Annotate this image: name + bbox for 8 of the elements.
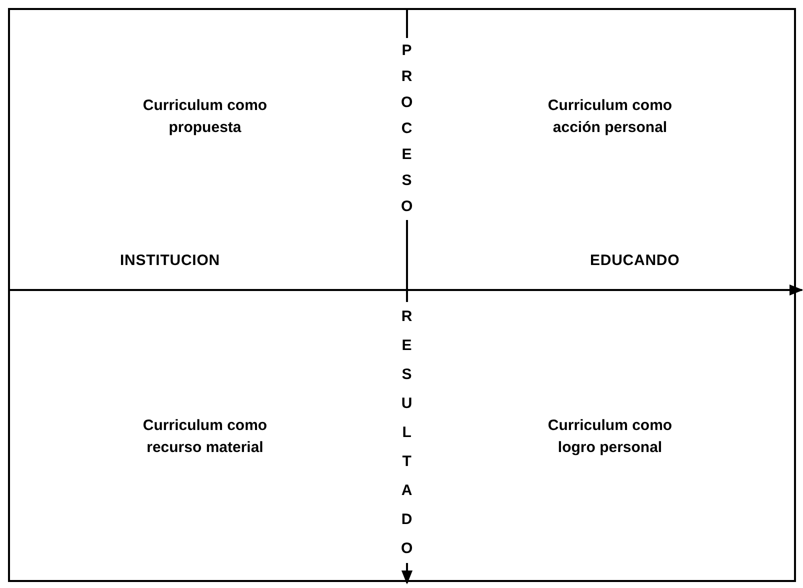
axis-label: RESULTADO xyxy=(399,302,415,563)
quadrant-text: Curriculum como logro personal xyxy=(530,415,690,459)
quadrant-text: Curriculum como acción personal xyxy=(530,95,690,139)
pole-label: EDUCANDO xyxy=(590,251,680,271)
axis-label: PROCESO xyxy=(399,38,415,220)
quadrant-text: Curriculum como recurso material xyxy=(115,415,295,459)
pole-label: INSTITUCION xyxy=(120,251,220,271)
quadrant-text: Curriculum como propuesta xyxy=(130,95,280,139)
